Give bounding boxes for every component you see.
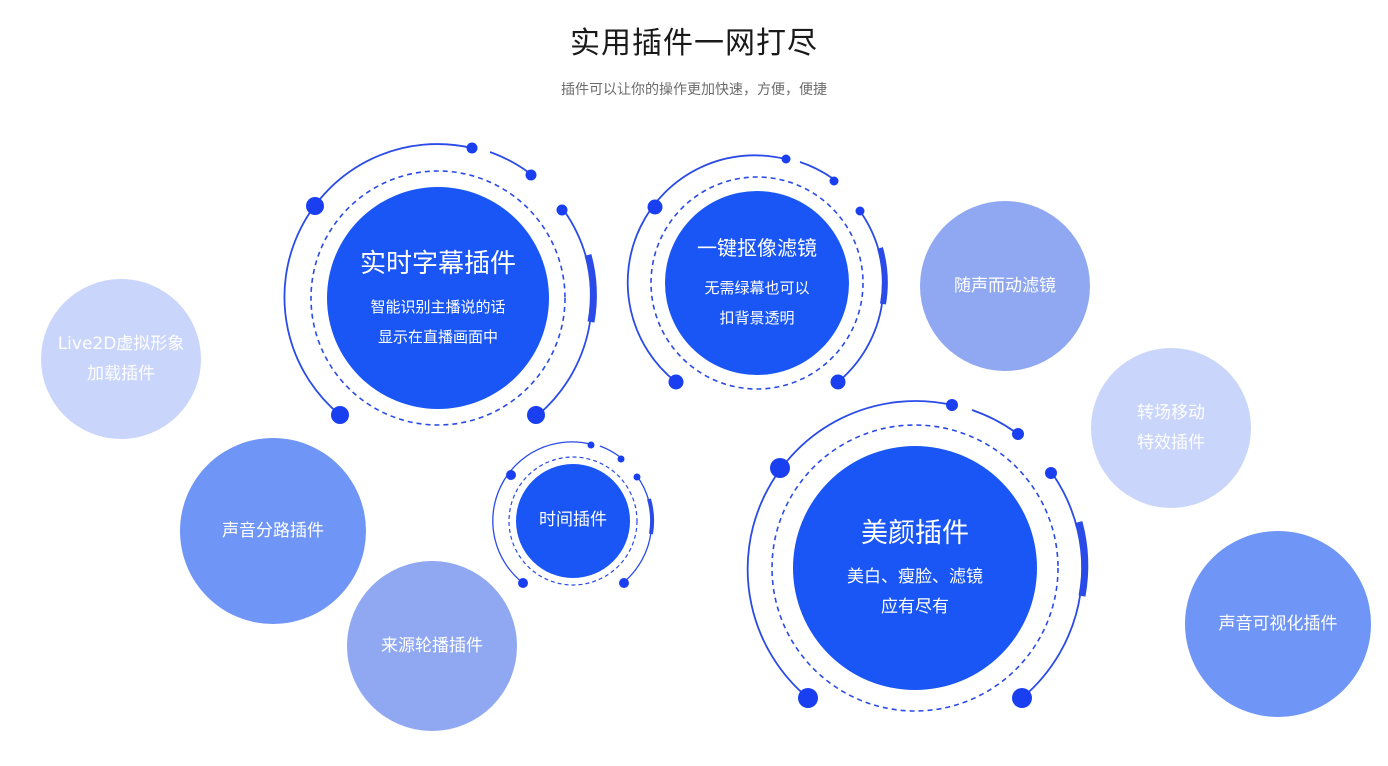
plugin-realtime-subtitle-desc-2: 显示在直播画面中 (377, 327, 498, 346)
plugin-transition[interactable]: 转场移动 特效插件 (1091, 348, 1251, 508)
orbit-ring-subtitle (283, 143, 597, 426)
plugin-keying-filter-desc-2: 扣背景透明 (719, 309, 795, 327)
plugin-transition-line-2: 特效插件 (1137, 433, 1205, 453)
plugin-sound-filter[interactable]: 随声而动滤镜 (920, 201, 1090, 371)
plugin-keying-filter-desc-1: 无需绿幕也可以 (704, 279, 810, 297)
plugin-live2d-line-2: 加载插件 (87, 364, 155, 384)
orbit-dots-subtitle (306, 142, 568, 424)
plugin-time-name: 时间插件 (539, 510, 607, 531)
plugin-audio-visual[interactable]: 声音可视化插件 (1185, 531, 1371, 717)
plugin-transition-line-1: 转场移动 (1137, 403, 1205, 423)
plugin-live2d[interactable]: Live2D虚拟形象 加载插件 (41, 279, 201, 439)
page-title: 实用插件一网打尽 (570, 26, 818, 61)
orbit-dots-time (506, 441, 641, 588)
plugin-beauty-name: 美颜插件 (861, 517, 969, 549)
orbit-dots-beauty (770, 399, 1057, 708)
plugin-keying-filter[interactable]: 一键抠像滤镜 无需绿幕也可以 扣背景透明 (665, 191, 849, 375)
orbit-dots-keying (647, 154, 865, 390)
plugin-audio-split-name: 声音分路插件 (222, 521, 324, 541)
plugin-beauty-desc-1: 美白、瘦脸、滤镜 (847, 567, 983, 588)
plugin-source-carousel[interactable]: 来源轮播插件 (347, 561, 517, 731)
plugin-live2d-line-1: Live2D虚拟形象 (57, 334, 185, 354)
plugin-audio-split[interactable]: 声音分路插件 (180, 438, 366, 624)
plugin-realtime-subtitle[interactable]: 实时字幕插件 智能识别主播说的话 显示在直播画面中 (327, 187, 549, 409)
plugin-audio-visual-name: 声音可视化插件 (1218, 614, 1338, 634)
plugin-realtime-subtitle-desc-1: 智能识别主播说的话 (370, 297, 506, 316)
plugin-source-carousel-name: 来源轮播插件 (381, 636, 483, 656)
plugin-sound-filter-name: 随声而动滤镜 (954, 276, 1056, 296)
page-subtitle: 插件可以让你的操作更加快速，方便，便捷 (561, 82, 827, 98)
plugin-keying-filter-name: 一键抠像滤镜 (697, 236, 817, 260)
plugin-beauty[interactable]: 美颜插件 美白、瘦脸、滤镜 应有尽有 (793, 446, 1037, 690)
plugin-realtime-subtitle-name: 实时字幕插件 (359, 248, 516, 279)
plugin-beauty-desc-2: 应有尽有 (881, 597, 949, 618)
plugin-time[interactable]: 时间插件 (516, 464, 630, 578)
